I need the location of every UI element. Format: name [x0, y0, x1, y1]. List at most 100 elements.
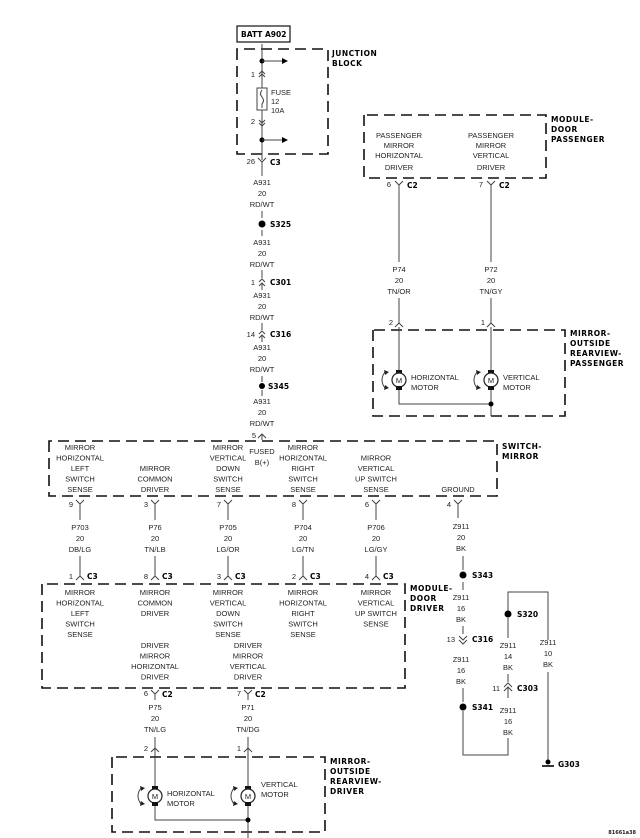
connector-icon [258, 330, 266, 342]
driver-output-desc: MIRROR [140, 652, 171, 661]
mirror-passenger-title: OUTSIDE [570, 339, 611, 348]
motor-label: HORIZONTAL [411, 373, 459, 382]
pin-desc: DRIVER [477, 163, 506, 172]
connector-icon [371, 499, 381, 520]
wire-circuit: P75 [148, 703, 161, 712]
module-door-passenger-boundary [363, 114, 547, 179]
switch-pin-desc: SENSE [215, 485, 240, 494]
pin-label: 14 [247, 330, 255, 339]
wire-gauge: 16 [504, 717, 512, 726]
switch-pin-desc: SENSE [363, 485, 388, 494]
connector-label: C2 [255, 690, 266, 699]
driver-input-desc: SENSE [290, 630, 315, 639]
driver-output-desc: DRIVER [234, 673, 263, 682]
splice-icon [459, 703, 467, 711]
pin-label: 5 [252, 431, 256, 440]
switch-pin-desc: SWITCH [288, 475, 318, 484]
connector-icon [453, 499, 463, 518]
connector-icon [223, 556, 233, 581]
connector-icon [486, 180, 496, 262]
wire-circuit: A931 [253, 397, 271, 406]
figure-id: 81661a38 [608, 830, 636, 836]
module-door-passenger-title: DOOR [551, 125, 578, 134]
driver-output-desc: HORIZONTAL [131, 662, 179, 671]
mirror-driver-title: REARVIEW- [330, 777, 382, 786]
connector-icon [298, 556, 308, 581]
wire-color: LG/TN [292, 545, 314, 554]
wire-gauge: 20 [299, 534, 307, 543]
driver-input-desc: VERTICAL [358, 599, 395, 608]
wire-gauge: 10 [544, 649, 552, 658]
connector-label: C303 [517, 684, 538, 693]
splice-icon [259, 383, 265, 389]
pin-desc: MIRROR [476, 141, 507, 150]
pin-label: 3 [144, 500, 148, 509]
switch-pin-desc: HORIZONTAL [56, 454, 104, 463]
fused-label: FUSED [249, 447, 275, 456]
ground-icon [545, 759, 551, 765]
motor-symbol: M [245, 792, 251, 801]
switch-pin-desc: MIRROR [288, 443, 319, 452]
connector-icon [486, 298, 496, 328]
wire-circuit: Z911 [453, 593, 470, 602]
driver-input-desc: HORIZONTAL [279, 599, 327, 608]
wire-gauge: 20 [372, 534, 380, 543]
wire-gauge: 14 [504, 652, 512, 661]
wire-gauge: 20 [151, 534, 159, 543]
wire-circuit: Z911 [500, 641, 517, 650]
fuse-label: FUSE [271, 88, 291, 97]
fuse-rating: 10A [271, 106, 284, 115]
junction-node-icon [488, 401, 494, 407]
connector-label: C3 [270, 158, 281, 167]
wire-circuit: P705 [219, 523, 237, 532]
wire-circuit: P76 [148, 523, 161, 532]
wire-circuit: A931 [253, 178, 271, 187]
connector-icon [257, 157, 267, 168]
driver-input-desc: DOWN [216, 609, 240, 618]
passenger-horizontal-motor-icon: M [381, 370, 407, 390]
switch-pin-desc: COMMON [138, 475, 173, 484]
switch-pin-desc: SWITCH [65, 475, 95, 484]
switch-pin-desc: RIGHT [291, 464, 315, 473]
switch-pin-desc: SWITCH [213, 475, 243, 484]
pin-label: 2 [251, 117, 255, 126]
module-door-driver-title: DRIVER [410, 604, 445, 613]
motor-symbol: M [396, 376, 402, 385]
connector-icon [75, 556, 85, 581]
connector-icon [394, 298, 404, 328]
pin-label: 6 [365, 500, 369, 509]
connector-icon [257, 433, 267, 440]
wire-color: TN/DG [236, 725, 259, 734]
passenger-pin-vertical: PASSENGER MIRROR VERTICAL DRIVER 7 C2 P7… [468, 131, 515, 328]
connector-icon [503, 674, 513, 698]
switch-pin-desc: LEFT [71, 464, 90, 473]
connector-label: C316 [270, 330, 291, 339]
connector-icon [150, 499, 160, 520]
connector-icon [243, 737, 253, 757]
driver-output-desc: DRIVER [141, 641, 170, 650]
wire-circuit: P74 [392, 265, 405, 274]
junction-node-icon [245, 817, 251, 823]
wire-circuit: Z911 [540, 638, 557, 647]
switch-pin-desc: VERTICAL [358, 464, 395, 473]
driver-input-desc: SENSE [215, 630, 240, 639]
motor-symbol: M [488, 376, 494, 385]
pin-label: 7 [217, 500, 221, 509]
wire-gauge: 20 [244, 714, 252, 723]
switch-pin-desc: VERTICAL [210, 454, 247, 463]
connector-label: C2 [499, 181, 510, 190]
connector-label: C301 [270, 278, 291, 287]
driver-input-desc: UP SWITCH [355, 609, 397, 618]
splice-label: S325 [270, 220, 291, 229]
driver-input-desc: VERTICAL [210, 599, 247, 608]
wire-circuit: Z911 [453, 522, 470, 531]
pin-label: 8 [292, 500, 296, 509]
connector-label: C3 [383, 572, 394, 581]
wire-color: TN/LG [144, 725, 166, 734]
wire-circuit: A931 [253, 238, 271, 247]
driver-input-desc: DRIVER [141, 609, 170, 618]
passenger-vertical-motor-icon: M [473, 370, 499, 390]
splice-label: S343 [472, 571, 493, 580]
motor-label: HORIZONTAL [167, 789, 215, 798]
driver-horizontal-motor-icon: M [137, 786, 163, 806]
